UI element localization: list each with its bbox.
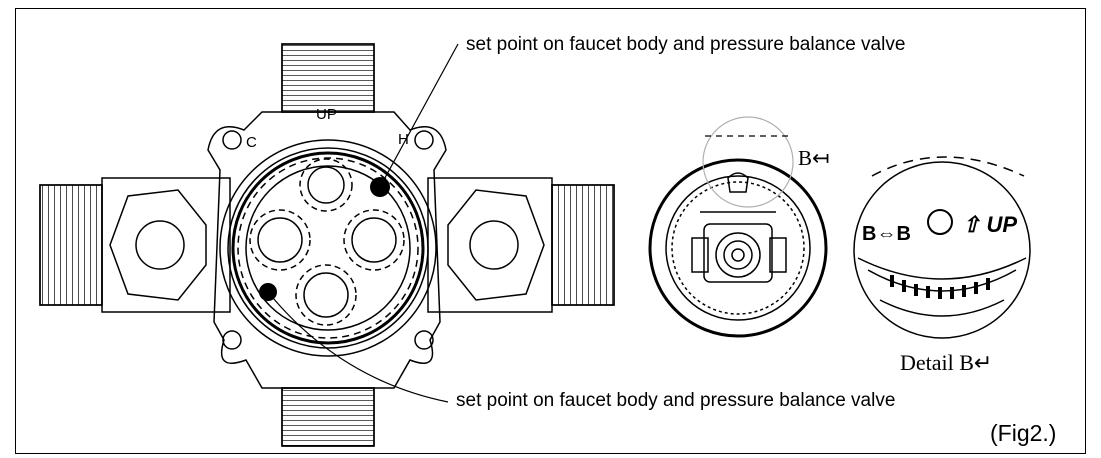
- detail-b-knob-icon: [927, 209, 953, 235]
- right-hex-nut: [447, 189, 545, 301]
- body-cold-label: C: [246, 134, 257, 151]
- detail-b-top-arc: [871, 156, 1025, 177]
- bottom-thread: [281, 387, 375, 447]
- port-left: [257, 217, 303, 263]
- detail-b-up-text: ⇧ UP: [962, 212, 1017, 237]
- body-hot-label: H: [398, 131, 409, 148]
- right-thread: [551, 184, 615, 306]
- figure-frame: [15, 8, 1086, 454]
- mounting-flange: [207, 111, 447, 389]
- cartridge-view: [648, 158, 828, 338]
- detail-b-highlight: [702, 116, 794, 208]
- bottom-callout-label: set point on faucet body and pressure ba…: [456, 390, 896, 411]
- top-callout-label: set point on faucet body and pressure ba…: [466, 34, 906, 55]
- port-bottom: [303, 272, 349, 318]
- top-thread: [281, 43, 375, 113]
- left-thread: [39, 184, 103, 306]
- top-leader-line: [379, 43, 459, 188]
- figure-number: (Fig2.): [990, 420, 1057, 446]
- detail-b-view: [853, 161, 1031, 339]
- bottom-leader-line: [267, 291, 449, 403]
- b-marker-label: B↤: [798, 146, 830, 170]
- body-up-label: UP: [316, 106, 337, 123]
- port-right: [351, 217, 397, 263]
- left-hex-nut: [109, 189, 207, 301]
- detail-label: Detail B↵: [900, 350, 993, 375]
- detail-b-arrow-text: B⇔B: [862, 223, 911, 245]
- faucet-body: [39, 43, 615, 447]
- port-top: [307, 166, 345, 204]
- detail-b-ticks: [890, 275, 990, 299]
